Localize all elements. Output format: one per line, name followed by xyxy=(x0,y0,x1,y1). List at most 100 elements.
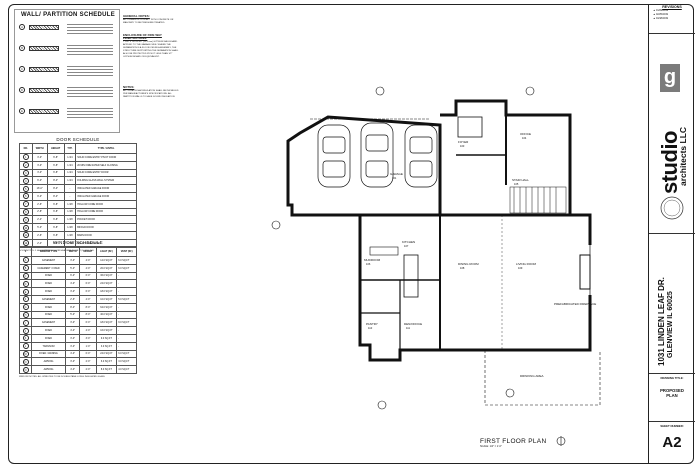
schedule-cell: 8 xyxy=(19,207,33,217)
schedule-cell: 2'-6" xyxy=(64,294,81,304)
schedule-cell: - xyxy=(116,279,137,289)
schedule-cell: 3'-0" xyxy=(79,333,97,343)
drawing-sheet xyxy=(8,4,694,464)
kitchen-island xyxy=(403,254,419,298)
schedule-cell: 1.3/4 xyxy=(63,153,77,162)
plan-annotation: PREFABRICATED FIREPLACE xyxy=(554,302,596,306)
schedule-cell: 4'-0" xyxy=(64,279,81,289)
schedule-tag: I xyxy=(22,319,29,326)
schedule-cell: 4'-0" xyxy=(79,263,97,273)
wall-type-spec-line xyxy=(67,75,113,76)
schedule-cell: FIXED xyxy=(31,287,66,296)
schedule-cell: SOLID CORE ENTRY DOOR xyxy=(75,168,137,178)
door-schedule-title: DOOR SCHEDULE xyxy=(56,137,100,142)
schedule-cell: 6.0 SQ.FT xyxy=(116,256,137,265)
schedule-cell: - xyxy=(63,191,77,201)
schedule-cell: POCKET DOOR xyxy=(75,215,137,225)
sprayfoam-notes-text: ALL SPRAY-FOAM INSULATION SHALL BE INSTA… xyxy=(123,90,179,98)
schedule-cell: - xyxy=(116,326,137,335)
wall-type-spec-line xyxy=(67,33,113,34)
schedule-column-header: WIDTH xyxy=(64,246,81,257)
schedule-tag: M xyxy=(22,351,29,357)
schedule-cell: AWNING xyxy=(31,365,66,374)
main-house-walls xyxy=(358,213,592,362)
schedule-cell: F xyxy=(18,294,33,304)
sheet-number-block: SHEET NUMBER: A2 xyxy=(649,422,695,464)
schedule-cell: 64.0 SQ.FT xyxy=(95,302,118,312)
schedule-cell: 6'-8" xyxy=(46,230,65,240)
schedule-cell: 4'-0" xyxy=(79,256,97,265)
schedule-cell: HOLLOW CORE DOOR xyxy=(75,199,137,209)
room-number: 106 xyxy=(366,262,371,266)
sprayfoam-notes: NOTES: ALL SPRAY-FOAM INSULATION SHALL B… xyxy=(123,86,179,99)
schedule-column-header: WINDOW TYPE xyxy=(31,246,66,257)
schedule-tag: D xyxy=(22,280,29,287)
project-block: 1031 LINDEN LEAF DR. GLENVIEW IL 60025 xyxy=(649,234,695,374)
schedule-tag: 4 xyxy=(22,177,29,184)
schedule-cell: D xyxy=(18,279,33,289)
schedule-cell: 20.0 SQ.FT xyxy=(95,263,118,273)
schedule-cell: I xyxy=(18,318,33,328)
wall-type-sample xyxy=(29,67,59,72)
room-label: KITCHEN xyxy=(402,240,415,244)
schedule-cell: 1.3/4 xyxy=(63,176,77,186)
room-label: OFFICE xyxy=(520,132,531,136)
schedule-cell: 2'-8" xyxy=(31,207,48,217)
schedule-cell: 40.0 SQ.FT xyxy=(95,310,118,320)
plan-title: FIRST FLOOR PLAN xyxy=(480,438,547,445)
schedule-cell: B xyxy=(18,263,33,273)
schedule-cell: 18.0 SQ.FT xyxy=(95,287,118,296)
wall-type-sample xyxy=(29,25,59,30)
schedule-cell: 6'-8" xyxy=(46,223,65,232)
schedule-cell: 8'-0" xyxy=(79,302,97,312)
schedule-cell: - xyxy=(116,302,137,312)
schedule-cell: INSULATED GARAGE DOOR xyxy=(75,191,137,201)
schedule-cell: 10 xyxy=(19,223,33,232)
schedule-cell: 6.0 SQ.FT xyxy=(116,263,137,273)
schedule-cell: 3'-0" xyxy=(31,168,48,178)
wall-type-spec-line xyxy=(67,69,113,70)
room-label: GARAGE xyxy=(390,172,403,176)
schedule-cell: H xyxy=(18,310,33,320)
schedule-cell: L xyxy=(18,341,33,351)
schedule-cell: 24.0 SQ.FT xyxy=(95,279,118,289)
schedule-cell: 4'-0" xyxy=(79,294,97,304)
schedule-cell: K xyxy=(18,333,33,343)
schedule-tag: 11 xyxy=(22,232,29,239)
schedule-cell: 4.0 SQ.FT xyxy=(116,365,137,374)
schedule-cell: FIXED xyxy=(31,279,66,289)
schedule-cell: CASEMENT xyxy=(31,294,66,304)
schedule-cell: 6'-0" xyxy=(31,176,48,186)
schedule-cell: 6'-8" xyxy=(46,168,65,178)
schedule-tag: 7 xyxy=(22,201,29,208)
schedule-tag: A xyxy=(22,257,29,264)
schedule-cell: 18.0 SQ.FT xyxy=(95,318,118,328)
schedule-cell: 1.3/8 xyxy=(63,199,77,209)
foyer-office-walls xyxy=(440,99,572,217)
schedule-cell: 3'-0" xyxy=(64,333,81,343)
general-notes-text: ALL LUMBER IN CONTACT WITH CONCRETE OR M… xyxy=(123,19,174,24)
schedule-cell: 5.0 SQ.FT xyxy=(116,294,137,304)
schedule-cell: 1 xyxy=(19,153,33,162)
schedule-cell: 3.0 SQ.FT xyxy=(116,357,137,367)
schedule-cell: O xyxy=(18,365,33,374)
wall-type-spec-line xyxy=(67,66,113,67)
schedule-cell: 12.0 SQ.FT xyxy=(95,256,118,265)
wall-type-spec-line xyxy=(67,54,113,55)
schedule-cell: 1.3/8 xyxy=(63,207,77,217)
schedule-tag: K xyxy=(22,335,29,342)
schedule-column-header: HEIGHT xyxy=(46,143,65,154)
wall-type-spec-line xyxy=(67,51,113,52)
window-schedule-title: WINDOW SCHEDULE xyxy=(52,240,103,245)
wall-type-spec-line xyxy=(67,108,113,109)
north-arrow-icon xyxy=(556,436,566,446)
schedule-cell: 4'-0" xyxy=(64,326,81,335)
wall-type-spec-line xyxy=(67,27,113,28)
